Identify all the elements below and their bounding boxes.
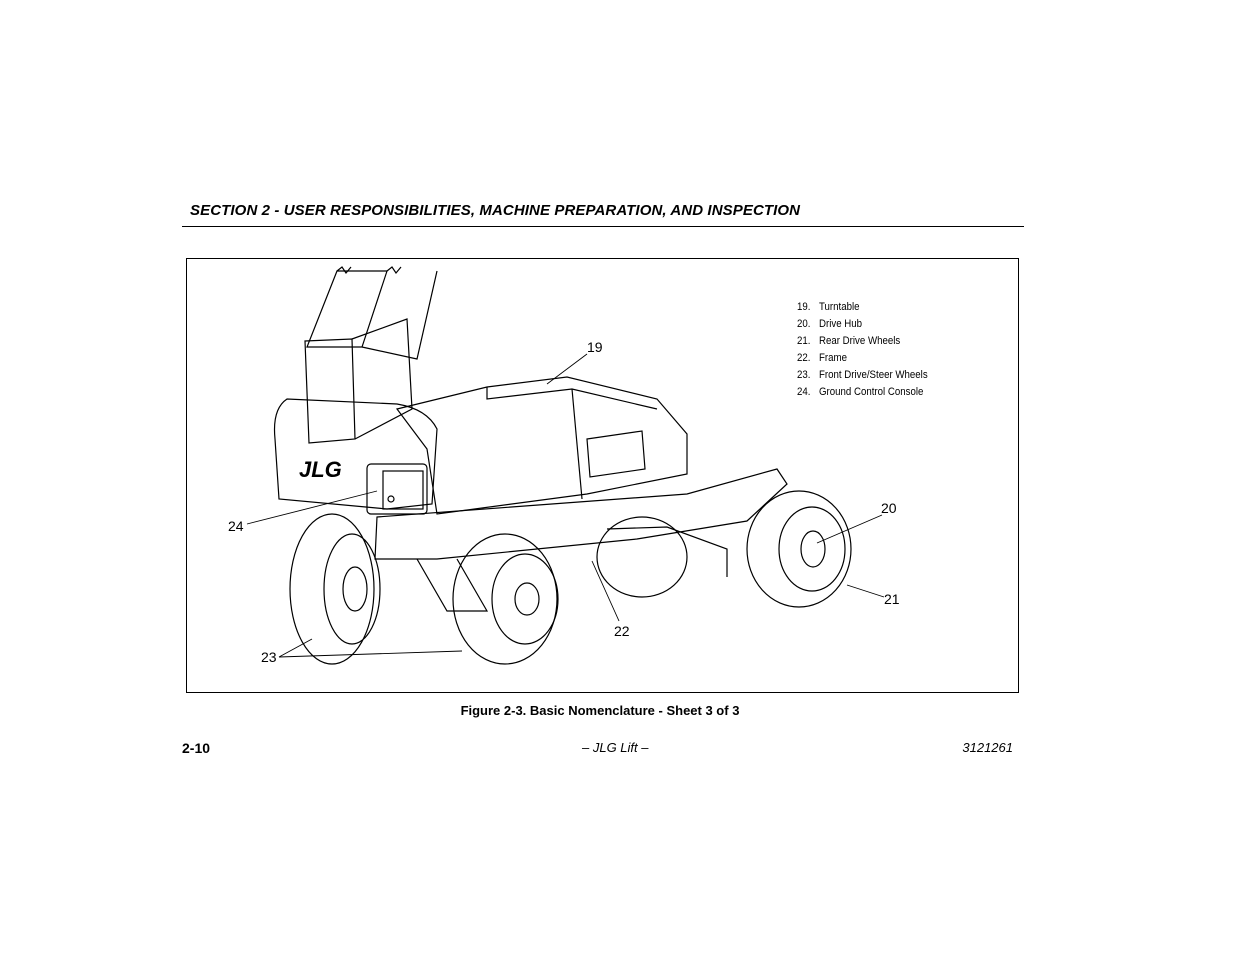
- figure-box: JLG 19.Turntable 20.Drive Hub 21: [186, 258, 1019, 693]
- ground-control-console: [366, 463, 428, 515]
- boom-mast: [306, 270, 438, 360]
- figure-caption: Figure 2-3. Basic Nomenclature - Sheet 3…: [460, 703, 740, 718]
- leader-24: [246, 490, 378, 525]
- legend: 19.Turntable 20.Drive Hub 21.Rear Drive …: [797, 299, 945, 401]
- legend-item: 21.Rear Drive Wheels: [797, 335, 901, 347]
- leader-22: [591, 560, 620, 622]
- header-rule: [182, 226, 1024, 227]
- legend-item: 20.Drive Hub: [797, 318, 863, 330]
- callout-23: 23: [261, 649, 277, 665]
- legend-item: 19.Turntable: [797, 301, 860, 313]
- upright-plate: [304, 338, 356, 444]
- leader-19: [546, 353, 588, 385]
- leader-23b: [278, 650, 463, 658]
- document-number: 3121261: [962, 740, 1013, 755]
- jlg-logo: JLG: [299, 457, 342, 482]
- leader-21: [846, 584, 885, 598]
- callout-21: 21: [884, 591, 900, 607]
- legend-item: 24.Ground Control Console: [797, 386, 924, 398]
- frame: [374, 468, 788, 560]
- legend-item: 22.Frame: [797, 352, 847, 364]
- section-title: SECTION 2 - USER RESPONSIBILITIES, MACHI…: [190, 202, 801, 219]
- turntable-body: [395, 376, 688, 515]
- leader-23a: [278, 638, 313, 658]
- front-left-wheel: [289, 513, 375, 665]
- front-right-wheel: [452, 533, 558, 665]
- legend-item: 23.Front Drive/Steer Wheels: [797, 369, 928, 381]
- callout-24: 24: [228, 518, 244, 534]
- page-number: 2-10: [182, 740, 211, 756]
- rear-drive-wheel-right: [746, 490, 852, 608]
- callout-22: 22: [614, 623, 630, 639]
- leader-20: [816, 514, 883, 544]
- tray-cover: [586, 430, 646, 478]
- callout-19: 19: [587, 339, 603, 355]
- machine-illustration: JLG: [246, 266, 885, 665]
- boom-break-line: [336, 266, 402, 275]
- footer-center-text: – JLG Lift –: [582, 740, 649, 755]
- callout-20: 20: [881, 500, 897, 516]
- rear-drive-wheel-left: [596, 516, 688, 598]
- console-button: [387, 495, 395, 503]
- counterweight: [273, 398, 438, 510]
